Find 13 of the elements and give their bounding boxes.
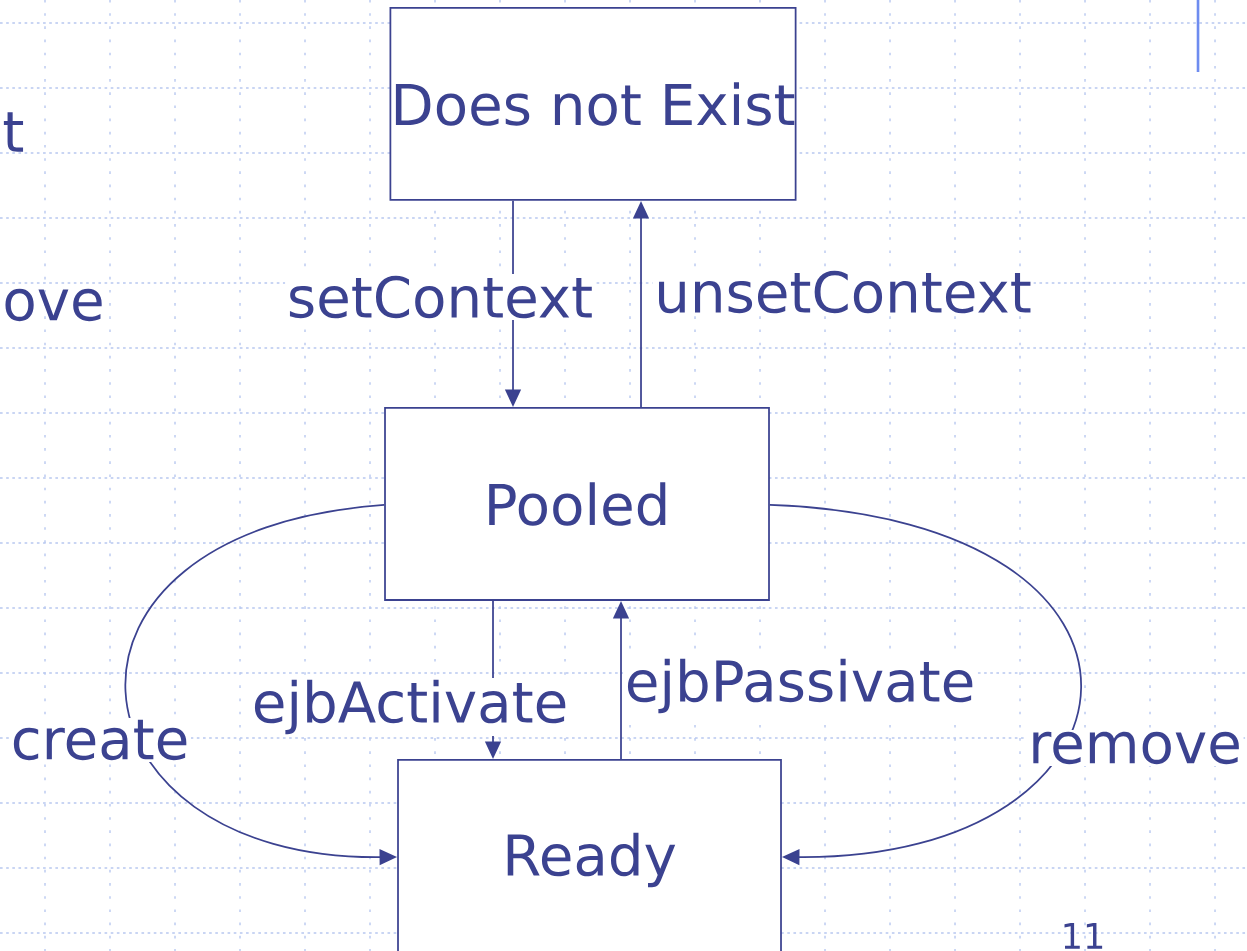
state-box: Ready bbox=[397, 759, 782, 951]
arrow bbox=[769, 504, 1082, 866]
state-box: Does not Exist bbox=[389, 7, 797, 201]
edge-label: setContext bbox=[285, 273, 595, 320]
edge-label: ejbPassivate bbox=[623, 657, 977, 715]
slide-text: t bbox=[3, 112, 24, 152]
edge-label: create bbox=[9, 718, 191, 762]
edge-label: remove bbox=[1026, 730, 1244, 766]
edge-label: unsetContext bbox=[652, 268, 1034, 315]
state-box: Pooled bbox=[384, 407, 770, 601]
edge-label: ejbActivate bbox=[250, 678, 570, 736]
slide-text: 11 bbox=[1064, 923, 1103, 949]
slide-text: ove bbox=[5, 288, 102, 322]
